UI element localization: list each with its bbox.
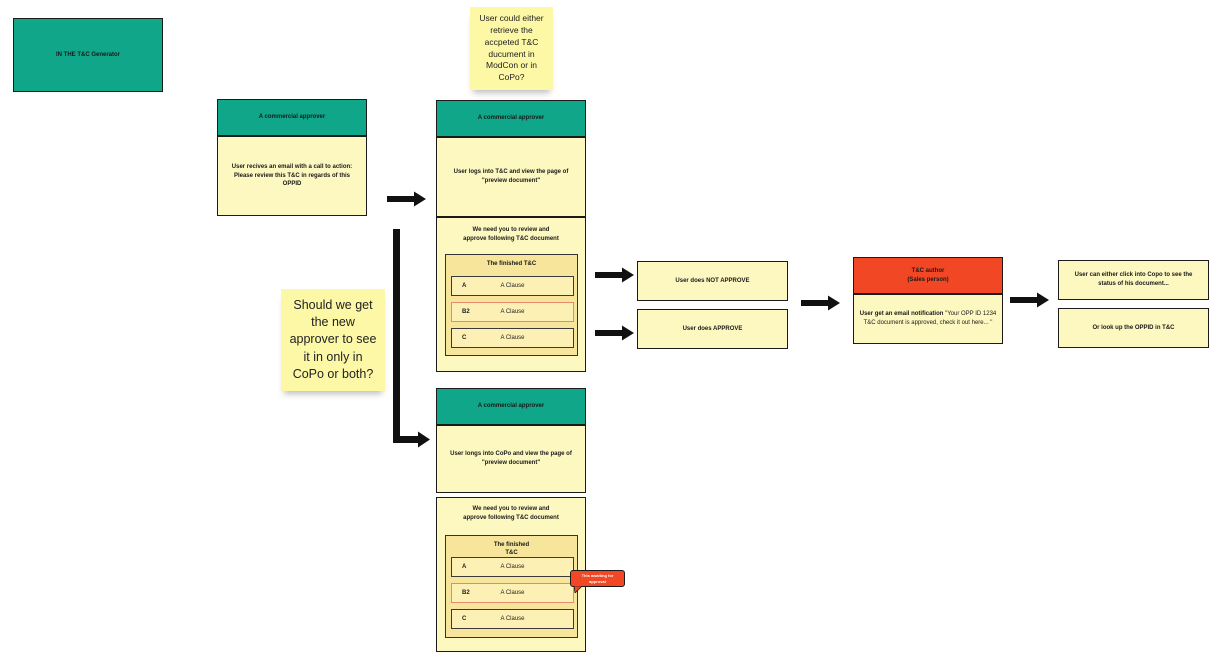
step3-header-label: A commercial approver: [477, 403, 545, 410]
clause-value: A Clause: [500, 283, 525, 289]
step3-header: A commercial approver: [436, 388, 586, 425]
step3-finished-tc: The finished T&C A A Clause B2 A Clause …: [445, 535, 578, 638]
step3-body-line2: "preview document": [481, 460, 541, 466]
author-header-line1: T&C author: [911, 267, 945, 274]
step1-body-line2: Please review this T&C in regards of thi…: [233, 172, 351, 188]
clause-key: B2: [462, 309, 470, 315]
author-body: User get an email notification "Your OPP…: [853, 294, 1003, 344]
final-oppid-label: Or look up the OPPID in T&C: [1092, 324, 1175, 331]
step3-review-line1: We need you to review and: [472, 506, 550, 513]
step3-finished-line1: The finished: [493, 541, 530, 548]
step2-finished-title: The finished T&C: [446, 258, 577, 270]
step3-body-line1: User longs into CoPo and view the page o…: [450, 451, 572, 458]
clause-value: A Clause: [500, 616, 525, 622]
clause-row[interactable]: A A Clause: [451, 276, 574, 296]
step1-body-line1: User recives an email with a call to act…: [231, 163, 353, 170]
step2-header: A commercial approver: [436, 100, 586, 137]
step3-finished-line2: T&C: [505, 550, 518, 556]
outcome-not-approve: User does NOT APPROVE: [637, 261, 788, 301]
arrow-right-icon: [801, 295, 840, 311]
elbow-arrow-icon: [393, 229, 430, 448]
step2-finished-tc: The finished T&C A A Clause B2 A Clause …: [445, 254, 578, 356]
step2-review-line1: We need you to review and: [472, 227, 550, 234]
clause-value: A Clause: [500, 590, 525, 596]
step2-review-line2: approve following T&C document: [463, 236, 559, 242]
step2-review-panel: We need you to review and approve follow…: [436, 217, 586, 372]
title-box: IN THE T&C Generator: [13, 18, 163, 92]
sticky-note-top-text: User could either retrieve the accpeted …: [479, 12, 544, 83]
step1-header: A commercial approver: [217, 99, 367, 136]
final-copo-label: User can either click into Copo to see t…: [1074, 272, 1193, 287]
comment-bubble-body: This awaiting for approval: [570, 570, 625, 587]
arrow-right-icon: [595, 267, 634, 283]
author-header: T&C author (Sales person): [853, 257, 1003, 294]
step3-review-line2: approve following T&C document: [463, 515, 559, 521]
title-box-label: IN THE T&C Generator: [55, 51, 120, 58]
clause-value: A Clause: [500, 309, 525, 315]
final-oppid: Or look up the OPPID in T&C: [1058, 308, 1209, 348]
clause-row[interactable]: A A Clause: [451, 557, 574, 577]
comment-line1: This awaiting for: [581, 573, 614, 579]
sticky-note-left: Should we get the new approver to see it…: [281, 289, 385, 391]
comment-bubble[interactable]: This awaiting for approval: [570, 570, 625, 594]
clause-row[interactable]: B2 A Clause: [451, 583, 574, 603]
step3-review-text: We need you to review and approve follow…: [437, 505, 585, 523]
step2-body: User logs into T&C and view the page of …: [436, 137, 586, 217]
step2-body-line2: "preview document": [481, 178, 541, 184]
comment-tail-icon: [574, 586, 582, 593]
step2-body-line1: User logs into T&C and view the page of: [453, 169, 569, 176]
step2-header-label: A commercial approver: [477, 115, 545, 122]
author-header-line2: (Sales person): [907, 276, 949, 283]
clause-key: A: [462, 283, 467, 289]
final-copo: User can either click into Copo to see t…: [1058, 260, 1209, 300]
clause-row[interactable]: C A Clause: [451, 328, 574, 348]
arrow-right-icon: [1010, 292, 1049, 308]
clause-value: A Clause: [500, 335, 525, 341]
step2-review-text: We need you to review and approve follow…: [437, 226, 585, 244]
clause-key: A: [462, 564, 467, 570]
outcome-not-approve-label: User does NOT APPROVE: [675, 277, 750, 284]
step3-finished-title: The finished T&C: [446, 541, 577, 557]
author-body-bold: User get an email notification: [859, 311, 944, 318]
clause-key: C: [462, 335, 467, 341]
clause-row[interactable]: C A Clause: [451, 609, 574, 629]
arrow-right-icon: [387, 191, 426, 207]
clause-key: B2: [462, 590, 470, 596]
step2-finished-label: The finished T&C: [486, 260, 537, 267]
sticky-note-left-text: Should we get the new approver to see it…: [289, 297, 377, 381]
outcome-approve-label: User does APPROVE: [682, 325, 743, 332]
step1-body: User recives an email with a call to act…: [217, 136, 367, 216]
outcome-approve: User does APPROVE: [637, 309, 788, 349]
clause-row[interactable]: B2 A Clause: [451, 302, 574, 322]
step1-header-label: A commercial approver: [258, 114, 326, 121]
author-body-rest: "Your OPP ID 1234 T&C document is approv…: [863, 311, 997, 326]
arrow-right-icon: [595, 325, 634, 341]
sticky-note-top: User could either retrieve the accpeted …: [470, 7, 553, 90]
clause-key: C: [462, 616, 467, 622]
comment-line2: approval: [589, 578, 606, 584]
step3-body: User longs into CoPo and view the page o…: [436, 425, 586, 493]
clause-value: A Clause: [500, 564, 525, 570]
